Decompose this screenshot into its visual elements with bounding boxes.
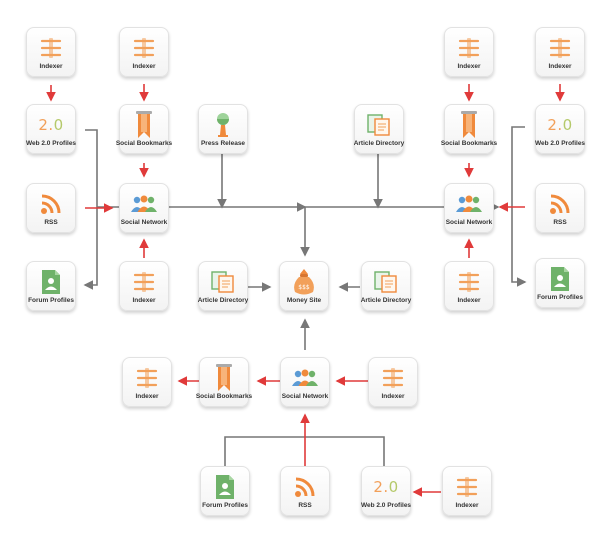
- article-icon: [362, 268, 410, 296]
- people-icon: [281, 364, 329, 392]
- node-label: Web 2.0 Profiles: [25, 140, 77, 147]
- indexer-icon: [536, 34, 584, 62]
- social-network-right-node: Social Network: [444, 183, 494, 233]
- rss-left-node: RSS: [26, 183, 76, 233]
- node-label: Indexer: [457, 297, 481, 304]
- article-icon: [355, 111, 403, 139]
- indexer-top-left2-node: Indexer: [119, 27, 169, 77]
- social-bookmarks-bottom-node: Social Bookmarks: [196, 357, 252, 407]
- web20-icon: 2.0: [38, 116, 64, 134]
- node-label: Social Bookmarks: [440, 140, 498, 147]
- people-icon: [120, 190, 168, 218]
- article-directory-top-node: Article Directory: [354, 104, 404, 154]
- money-site-node: $$$ Money Site: [279, 261, 329, 311]
- node-label: Article Directory: [360, 297, 412, 304]
- money-bag-icon: $$$: [280, 268, 328, 296]
- indexer-tr1-node: Indexer: [444, 27, 494, 77]
- node-label: Social Bookmarks: [195, 393, 253, 400]
- rss-icon: [27, 190, 75, 218]
- node-label: RSS: [553, 219, 567, 226]
- social-network-bottom-node: Social Network: [280, 357, 330, 407]
- rss-icon: [536, 190, 584, 218]
- node-label: Web 2.0 Profiles: [360, 502, 412, 509]
- node-label: Indexer: [135, 393, 159, 400]
- indexer-icon: [27, 34, 75, 62]
- indexer-tl-node: Indexer: [26, 27, 76, 77]
- people-icon: [445, 190, 493, 218]
- node-label: Indexer: [548, 63, 572, 70]
- indexer-bottom-far-node: Indexer: [442, 466, 492, 516]
- node-label: Web 2.0 Profiles: [534, 140, 586, 147]
- indexer-icon: [123, 364, 171, 392]
- indexer-icon: [120, 268, 168, 296]
- node-label: Indexer: [39, 63, 63, 70]
- node-label: Forum Profiles: [537, 294, 583, 301]
- indexer-bottom-left-node: Indexer: [122, 357, 172, 407]
- bookmark-icon: [120, 111, 168, 139]
- forum-profile-icon: [536, 265, 584, 293]
- press-release-node: Press Release: [198, 104, 248, 154]
- forum-right-node: Forum Profiles: [535, 258, 585, 308]
- node-label: Social Bookmarks: [115, 140, 173, 147]
- indexer-icon: [369, 364, 417, 392]
- rss-bottom-node: RSS: [280, 466, 330, 516]
- bookmark-icon: [200, 364, 248, 392]
- rss-icon: [281, 473, 329, 501]
- node-label: Forum Profiles: [202, 502, 248, 509]
- social-bookmarks-left-node: Social Bookmarks: [116, 104, 172, 154]
- svg-text:$$$: $$$: [298, 284, 310, 291]
- node-label: Forum Profiles: [28, 297, 74, 304]
- indexer-tr2-node: Indexer: [535, 27, 585, 77]
- indexer-bottom-right-node: Indexer: [368, 357, 418, 407]
- forum-profile-icon: [27, 268, 75, 296]
- rss-right-node: RSS: [535, 183, 585, 233]
- indexer-icon: [443, 473, 491, 501]
- forum-left-node: Forum Profiles: [26, 261, 76, 311]
- node-label: Press Release: [200, 140, 246, 147]
- gray-connector: [511, 126, 527, 287]
- red-connectors: [46, 84, 565, 497]
- press-release-icon: [199, 111, 247, 139]
- web20-icon: 2.0: [373, 478, 399, 496]
- indexer-left-bottom-node: Indexer: [119, 261, 169, 311]
- node-label: Social Network: [281, 393, 329, 400]
- web20-icon: 2.0: [547, 116, 573, 134]
- article-icon: [199, 268, 247, 296]
- node-label: Indexer: [457, 63, 481, 70]
- node-label: RSS: [298, 502, 312, 509]
- forum-profile-icon: [201, 473, 249, 501]
- node-label: Article Directory: [353, 140, 405, 147]
- node-label: RSS: [44, 219, 58, 226]
- node-label: Social Network: [445, 219, 493, 226]
- node-label: Money Site: [286, 297, 322, 304]
- node-label: Article Directory: [197, 297, 249, 304]
- indexer-right-bottom-node: Indexer: [444, 261, 494, 311]
- article-directory-left-node: Article Directory: [198, 261, 248, 311]
- node-label: Indexer: [132, 63, 156, 70]
- forum-bottom-node: Forum Profiles: [200, 466, 250, 516]
- social-bookmarks-right-node: Social Bookmarks: [441, 104, 497, 154]
- bookmark-icon: [445, 111, 493, 139]
- node-label: Indexer: [132, 297, 156, 304]
- node-label: Indexer: [381, 393, 405, 400]
- indexer-icon: [120, 34, 168, 62]
- indexer-icon: [445, 268, 493, 296]
- social-network-left-node: Social Network: [119, 183, 169, 233]
- node-label: Social Network: [120, 219, 168, 226]
- article-directory-right-node: Article Directory: [361, 261, 411, 311]
- indexer-icon: [445, 34, 493, 62]
- node-label: Indexer: [455, 502, 479, 509]
